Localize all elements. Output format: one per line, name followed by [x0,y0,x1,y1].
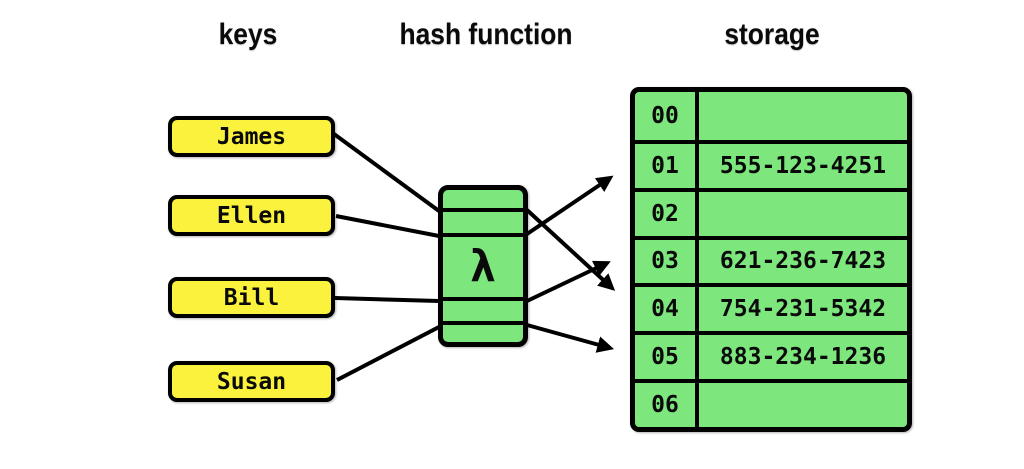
lambda-symbol: λ [469,241,497,292]
key-label-ellen: Ellen [216,202,287,229]
hash-function-column-title: hash function [399,18,573,51]
key-label-james: James [216,123,287,150]
arrow-hash-to-row-03 [526,260,611,303]
storage-value-03: 621-236-7423 [699,235,907,284]
storage-index-03: 03 [635,235,699,284]
key-label-bill: Bill [223,284,280,311]
hash-function-box: λ [438,185,528,347]
arrow-hash-to-row-05 [526,323,615,353]
storage-value-06 [699,379,907,427]
storage-value-02 [699,187,907,236]
key-box-james: James [168,116,335,157]
key-label-susan: Susan [216,368,287,395]
key-box-susan: Susan [168,361,335,402]
connector-bill-to-hash [334,296,440,303]
storage-value-05: 883-234-1236 [699,331,907,379]
storage-value-04: 754-231-5342 [699,283,907,331]
key-box-ellen: Ellen [168,195,335,236]
storage-table: 00 01 555-123-4251 02 03 621-236-7423 04… [630,87,912,432]
storage-index-05: 05 [635,331,699,380]
hash-box-divider-3 [443,297,523,301]
arrow-hash-to-row-01 [525,175,614,236]
hash-box-divider-4 [443,321,523,325]
connector-ellen-to-hash [335,214,440,238]
storage-index-02: 02 [635,187,699,236]
storage-column-title: storage [724,18,820,51]
storage-index-06: 06 [635,379,699,427]
storage-value-00 [699,92,907,140]
key-box-bill: Bill [168,277,335,318]
storage-index-01: 01 [635,139,699,188]
storage-value-01: 555-123-4251 [699,139,907,188]
arrow-hash-to-row-04 [525,208,616,291]
hash-box-divider-1 [443,208,523,212]
connector-james-to-hash [332,132,441,213]
hash-box-divider-2 [443,233,523,237]
storage-index-00: 00 [635,92,699,140]
keys-column-title: keys [218,18,278,51]
storage-index-04: 04 [635,283,699,332]
connector-susan-to-hash [336,325,440,382]
